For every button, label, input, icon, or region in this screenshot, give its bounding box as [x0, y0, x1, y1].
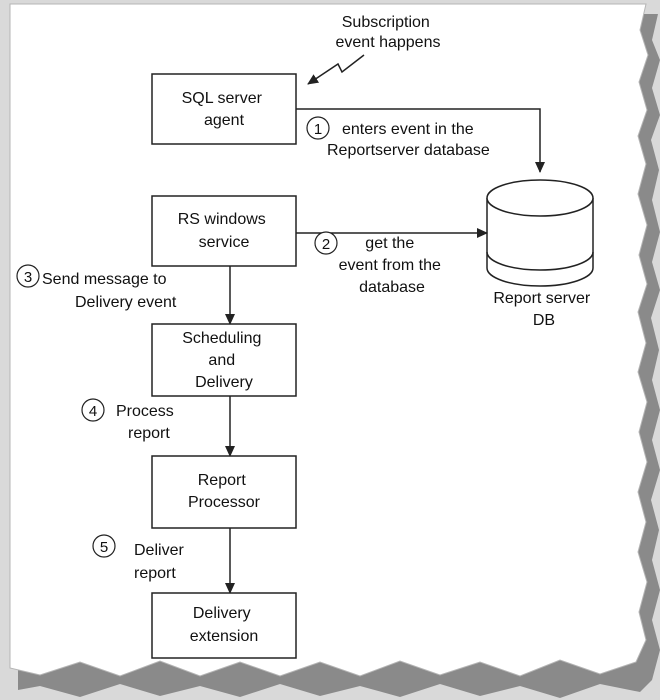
paper	[9, 3, 649, 677]
report-processor-label: Report Processor	[188, 472, 261, 511]
step-4-badge	[81, 398, 105, 422]
step-1-number: 1	[314, 121, 322, 138]
report-processor-box	[151, 455, 297, 529]
step-3-label: Send message to Delivery event	[42, 271, 177, 311]
arrow-enters-event	[296, 108, 545, 173]
step-2-badge	[314, 231, 338, 255]
scheduling-delivery-label: Scheduling and Delivery	[182, 330, 266, 391]
step-5-label: Deliver report	[134, 542, 188, 582]
step-2-label: get the event from the database	[339, 235, 446, 296]
rs-windows-service-label: RS windows service	[178, 211, 270, 251]
step-5-badge	[92, 534, 116, 558]
report-server-db-icon	[486, 179, 594, 287]
step-1-label: enters event in the Reportserver databas…	[327, 121, 490, 159]
scheduling-delivery-box	[151, 323, 297, 397]
sql-server-agent-label: SQL server agent	[182, 90, 267, 129]
step-4-label: Process report	[116, 403, 178, 442]
delivery-extension-label: Delivery extension	[190, 605, 259, 645]
trigger-label: Subscription event happens	[336, 14, 441, 51]
delivery-extension-box	[151, 592, 297, 659]
step-4-number: 4	[89, 403, 97, 420]
step-3-badge	[16, 264, 40, 288]
step-2-number: 2	[322, 236, 330, 253]
lightning-icon	[307, 54, 365, 85]
step-1-badge	[306, 116, 330, 140]
report-server-db-label: Report server DB	[493, 290, 594, 329]
step-5-number: 5	[100, 539, 108, 556]
step-3-number: 3	[24, 269, 32, 286]
sql-server-agent-box	[151, 73, 297, 145]
rs-windows-service-box	[151, 195, 297, 267]
